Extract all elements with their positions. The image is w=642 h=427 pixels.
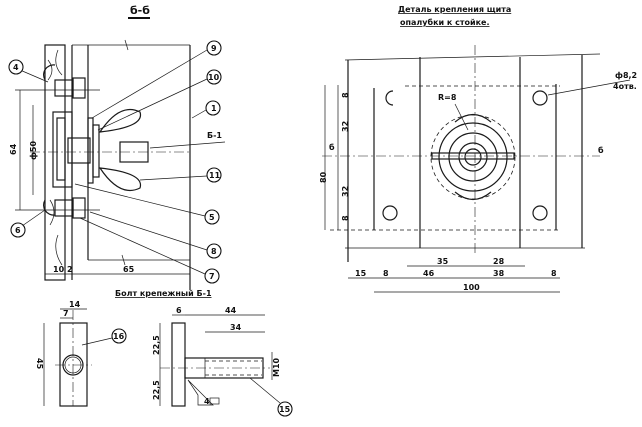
dim-80: 80 <box>319 171 328 183</box>
dim-f50: ф50 <box>29 140 38 160</box>
dim-10: 10 <box>53 265 65 274</box>
svg-text:14: 14 <box>69 300 81 309</box>
svg-text:5: 5 <box>209 213 215 222</box>
svg-text:7: 7 <box>63 309 69 318</box>
svg-text:10: 10 <box>208 73 220 82</box>
svg-text:32: 32 <box>341 186 350 197</box>
dim-65: 65 <box>123 265 135 274</box>
hole-count: 4отв. <box>613 82 637 91</box>
svg-text:8: 8 <box>211 247 217 256</box>
svg-text:44: 44 <box>225 306 237 315</box>
svg-text:Б-1: Б-1 <box>207 131 222 140</box>
bolt-detail: Болт крепежный Б-1 14 7 45 16 6 44 34 22… <box>35 289 293 417</box>
section-view: б-б 64 ф50 10 2 65 4 9 10 1 Б-1 11 5 8 7… <box>8 4 226 290</box>
hole-diameter: ф8,2 <box>615 71 637 80</box>
weld-symbol: 4 <box>204 397 210 406</box>
dim-total: 100 <box>463 283 480 292</box>
detail-view: Деталь крепления щита опалубки к стойке.… <box>319 5 637 293</box>
detail-title-line2: опалубки к стойке. <box>400 17 490 27</box>
dim-64: 64 <box>9 143 18 155</box>
callouts: 4 9 10 1 Б-1 11 5 8 7 6 <box>8 40 226 284</box>
svg-text:15: 15 <box>279 405 291 414</box>
svg-text:46: 46 <box>423 269 435 278</box>
dim-2: 2 <box>67 265 73 274</box>
section-mark-left: б <box>329 142 335 152</box>
svg-text:1: 1 <box>211 104 217 113</box>
svg-text:8: 8 <box>341 92 350 98</box>
svg-text:8: 8 <box>383 269 389 278</box>
svg-text:45: 45 <box>35 358 44 370</box>
wing-nut-upper-wing <box>98 108 142 133</box>
wing-nut-lower-wing <box>98 167 142 192</box>
svg-text:22,5: 22,5 <box>152 380 161 400</box>
svg-text:11: 11 <box>209 171 221 180</box>
svg-text:6: 6 <box>15 226 21 235</box>
svg-text:9: 9 <box>211 44 217 53</box>
svg-text:8: 8 <box>551 269 557 278</box>
svg-text:4: 4 <box>13 63 19 72</box>
svg-text:28: 28 <box>493 257 505 266</box>
svg-text:38: 38 <box>493 269 505 278</box>
svg-text:M10: M10 <box>272 357 281 377</box>
svg-text:7: 7 <box>209 272 215 281</box>
svg-text:6: 6 <box>176 306 182 315</box>
svg-text:8: 8 <box>341 215 350 221</box>
svg-text:35: 35 <box>437 257 449 266</box>
section-mark-right: б <box>598 145 604 155</box>
svg-text:15: 15 <box>355 269 367 278</box>
svg-text:16: 16 <box>113 332 125 341</box>
section-title: б-б <box>130 4 150 17</box>
svg-text:34: 34 <box>230 323 242 332</box>
svg-text:32: 32 <box>341 121 350 132</box>
radius-label: R=8 <box>438 93 457 102</box>
bolt-title: Болт крепежный Б-1 <box>115 289 212 298</box>
detail-title-line1: Деталь крепления щита <box>398 5 511 14</box>
svg-text:22,5: 22,5 <box>152 335 161 355</box>
